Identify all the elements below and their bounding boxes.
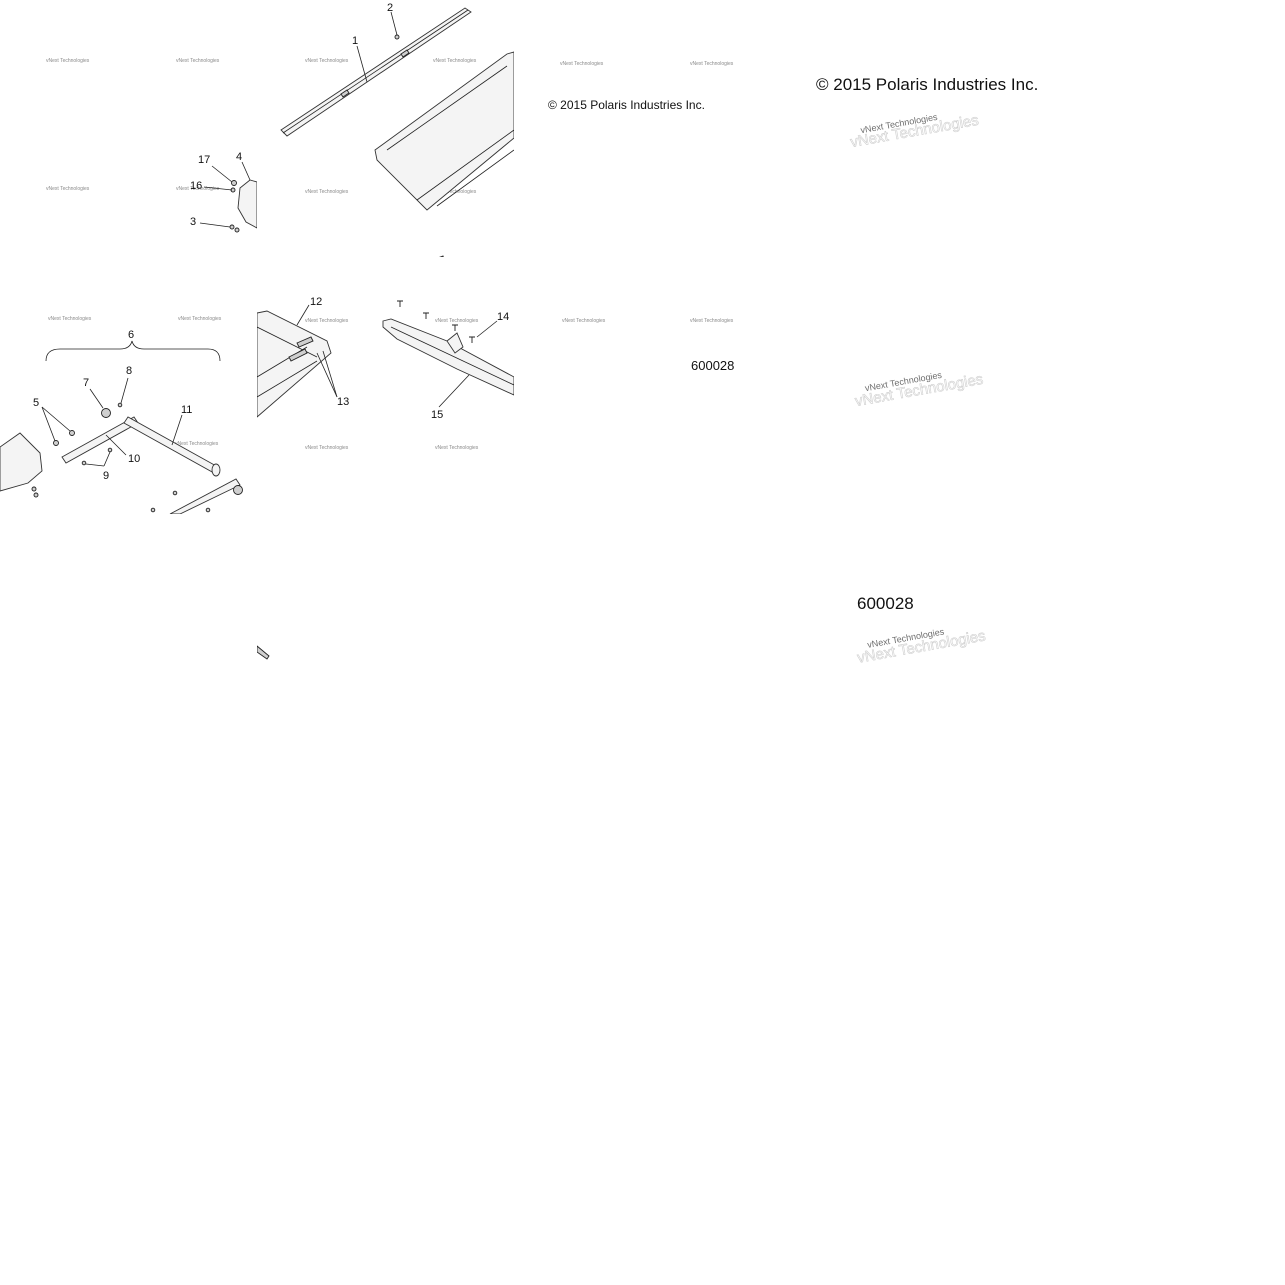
fastener-part [107, 447, 113, 453]
diagram-tile-legend-small: vNext Technologies vNext Technologies vN… [514, 0, 771, 514]
callout-15: 15 [431, 409, 443, 421]
watermark: vNext Technologies [176, 58, 220, 64]
watermark: vNext Technologies [433, 58, 477, 64]
tunnel-panel-part [257, 310, 332, 418]
watermark: vNext Technologies [305, 189, 349, 195]
watermark: vNext Technologies [690, 318, 734, 324]
fastener-part [53, 440, 59, 446]
callout-14: 14 [497, 311, 509, 323]
fastener-part [150, 507, 156, 513]
watermark: vNext Technologies [690, 61, 734, 67]
screw-part [452, 324, 458, 331]
axle-tube-end-part [211, 463, 221, 477]
small-bracket-part [439, 255, 444, 257]
fastener-part [205, 507, 211, 513]
watermark: vNext Technologies [176, 186, 220, 192]
callout-17: 17 [198, 154, 210, 166]
drawing-number-large: 600028 [857, 594, 914, 613]
watermark: vNext Technologies [435, 445, 479, 451]
callout-16: 16 [190, 180, 202, 192]
callout-12: 12 [310, 296, 322, 308]
diagram-tile-legend-large: vNext Technologies vNext Technologies vN… [771, 0, 1285, 771]
group-bracket [45, 340, 221, 362]
copyright-notice: © 2015 Polaris Industries Inc. [548, 98, 705, 112]
watermark: vNext Technologies [435, 318, 479, 324]
callout-8: 8 [126, 365, 132, 377]
diagram-tile-rail: vNext Technologies vNext Technologies vN… [257, 0, 514, 257]
bracket-part [382, 318, 514, 396]
fastener-part [229, 224, 235, 230]
watermark: vNext Technologies [46, 58, 90, 64]
callout-6: 6 [128, 329, 134, 341]
watermark: vNext Technologies [305, 445, 349, 451]
clip-part [288, 348, 308, 362]
fastener-part [234, 227, 240, 233]
fastener-part [394, 34, 400, 40]
bearing-part [233, 485, 243, 495]
watermark: vNext Technologies [433, 189, 477, 195]
diagram-tile-bracket: vNext Technologies vNext Technologies vN… [257, 257, 514, 514]
callout-3: 3 [190, 216, 196, 228]
watermark: vNext Technologies [46, 186, 90, 192]
callout-5: 5 [33, 397, 39, 409]
clip-part [296, 336, 314, 348]
screw-part [423, 312, 429, 319]
callout-13: 13 [337, 396, 349, 408]
fastener-part [31, 486, 37, 492]
callout-11: 11 [181, 404, 192, 416]
callout-7: 7 [83, 377, 89, 389]
fastener-part [81, 460, 87, 466]
fastener-part [117, 402, 123, 408]
bracket-tab-part [446, 332, 464, 354]
tunnel-panel-part [374, 51, 514, 211]
screw-part [469, 336, 475, 343]
fastener-part [33, 492, 39, 498]
diagram-tile-rear-panel: vNext Technologies vNext Technologies vN… [0, 0, 257, 257]
diagram-tile-axle: vNext Technologies vNext Technologies vN… [0, 257, 257, 514]
bearing-part [101, 408, 111, 418]
watermark: vNext Technologies [48, 316, 92, 322]
watermark: vNext Technologies [562, 318, 606, 324]
callout-9: 9 [103, 470, 109, 482]
rail-joint-part [400, 49, 410, 58]
screw-part [397, 300, 403, 307]
watermark: vNext Technologies [305, 58, 349, 64]
fastener-part [69, 430, 75, 436]
axle-housing-part [0, 432, 43, 492]
callout-2: 2 [387, 2, 393, 14]
copyright-notice-large: © 2015 Polaris Industries Inc. [816, 75, 1039, 94]
rear-panel-part [237, 179, 257, 229]
watermark: vNext Technologies [560, 61, 604, 67]
fastener-part [231, 180, 237, 186]
edge-fragment-part [257, 645, 270, 660]
callout-4: 4 [236, 151, 242, 163]
watermark: vNext Technologies [305, 318, 349, 324]
fastener-part [172, 490, 178, 496]
watermark: vNext Technologies [178, 316, 222, 322]
callout-10: 10 [128, 453, 140, 465]
axle-arm-part [169, 478, 241, 514]
drawing-number: 600028 [691, 358, 735, 373]
diagram-tile-fragment [257, 514, 514, 771]
watermark: vNext Technologies [175, 441, 219, 447]
rail-joint-part [340, 89, 350, 98]
callout-1: 1 [352, 35, 358, 47]
